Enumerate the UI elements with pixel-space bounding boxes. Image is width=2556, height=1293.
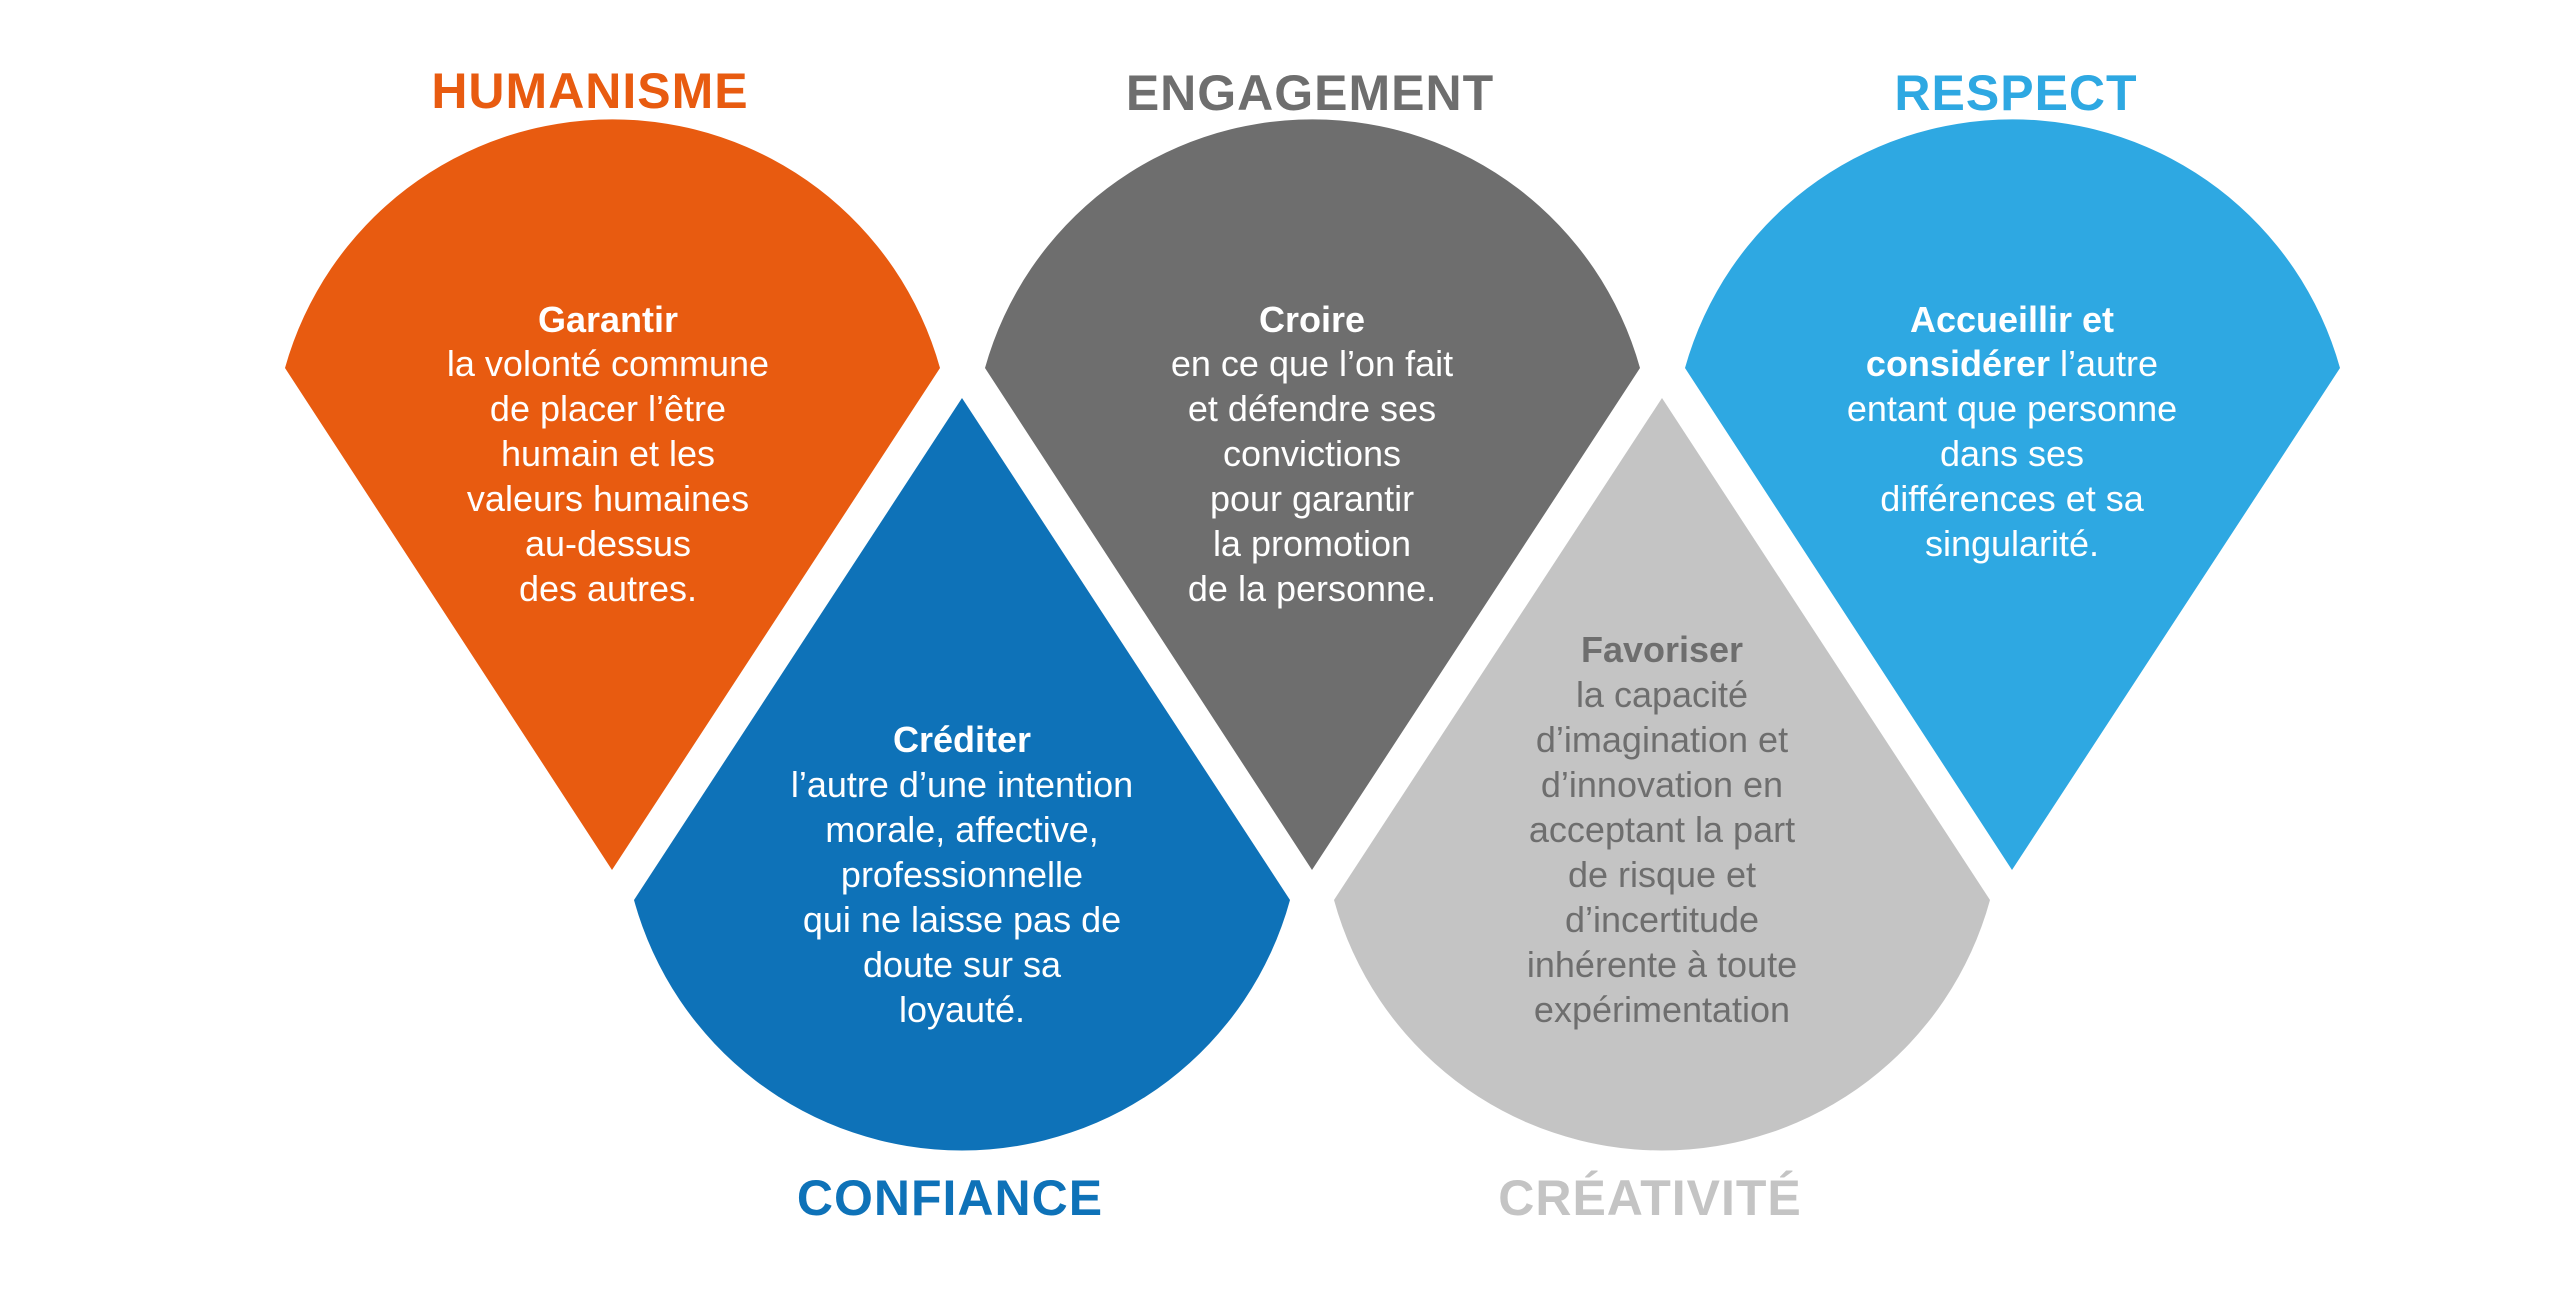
confiance-line: qui ne laisse pas de	[803, 899, 1121, 940]
respect-petal	[1685, 119, 2340, 870]
respect-line: singularité.	[1925, 523, 2099, 564]
engagement-line: pour garantir	[1210, 478, 1414, 519]
creativite-title: CRÉATIVITÉ	[1498, 1170, 1802, 1226]
creativite-heading: Favoriser	[1581, 629, 1743, 670]
engagement-line: en ce que l’on fait	[1171, 343, 1453, 384]
confiance-line: morale, affective,	[825, 809, 1098, 850]
creativite-line: la capacité	[1576, 674, 1748, 715]
creativite-line: inhérente à toute	[1527, 944, 1797, 985]
respect-line: différences et sa	[1880, 478, 2144, 519]
creativite-line: acceptant la part	[1529, 809, 1795, 850]
creativite-line: d’innovation en	[1541, 764, 1783, 805]
humanisme-heading: Garantir	[538, 299, 678, 340]
confiance-heading: Créditer	[893, 719, 1031, 760]
confiance-petal	[634, 398, 1290, 1151]
confiance-title: CONFIANCE	[797, 1170, 1103, 1226]
humanisme-line: des autres.	[519, 568, 697, 609]
humanisme-line: humain et les	[501, 433, 715, 474]
engagement-line: la promotion	[1213, 523, 1411, 564]
respect-shape: RESPECT Accueillir et considérer l’autre…	[1685, 65, 2340, 870]
humanisme-shape: HUMANISME Garantir la volonté communede …	[285, 63, 940, 871]
humanisme-title: HUMANISME	[431, 63, 748, 119]
creativite-line: d’incertitude	[1565, 899, 1759, 940]
engagement-line: et défendre ses	[1188, 388, 1436, 429]
creativite-line: de risque et	[1568, 854, 1756, 895]
engagement-petal	[985, 119, 1640, 870]
engagement-title: ENGAGEMENT	[1126, 65, 1494, 121]
engagement-heading: Croire	[1259, 299, 1365, 340]
humanisme-line: au-dessus	[525, 523, 691, 564]
engagement-shape: ENGAGEMENT Croire en ce que l’on faitet …	[985, 65, 1640, 870]
creativite-petal	[1334, 398, 1990, 1151]
respect-line: dans ses	[1940, 433, 2084, 474]
confiance-shape: CONFIANCE Créditer l’autre d’une intenti…	[634, 398, 1290, 1226]
confiance-line: l’autre d’une intention	[791, 764, 1133, 805]
creativite-line: expérimentation	[1534, 989, 1790, 1030]
respect-heading-line2: considérer l’autre	[1866, 343, 2158, 384]
humanisme-line: de placer l’être	[490, 388, 726, 429]
engagement-line: convictions	[1223, 433, 1401, 474]
creativite-shape: CRÉATIVITÉ Favoriser la capacitéd’imagin…	[1334, 398, 1990, 1226]
confiance-line: professionnelle	[841, 854, 1083, 895]
respect-heading-bold: considérer	[1866, 343, 2050, 384]
confiance-line: loyauté.	[899, 989, 1025, 1030]
engagement-line: de la personne.	[1188, 568, 1436, 609]
respect-title: RESPECT	[1894, 65, 2137, 121]
humanisme-petal	[285, 119, 940, 871]
respect-heading: Accueillir et	[1910, 299, 2114, 340]
creativite-line: d’imagination et	[1536, 719, 1788, 760]
confiance-line: doute sur sa	[863, 944, 1062, 985]
humanisme-line: valeurs humaines	[467, 478, 749, 519]
humanisme-line: la volonté commune	[447, 343, 769, 384]
respect-heading-tail: l’autre	[2050, 343, 2158, 384]
respect-line: entant que personne	[1847, 388, 2177, 429]
